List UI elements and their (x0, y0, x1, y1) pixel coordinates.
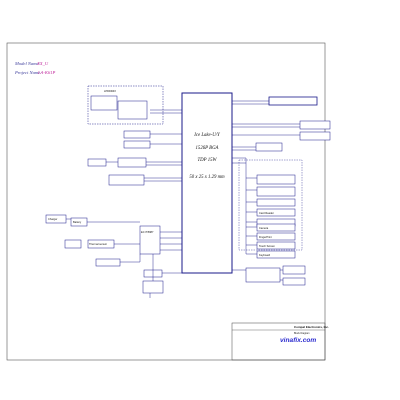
charger-label: Charger (48, 217, 58, 221)
ec-box (139, 225, 161, 255)
left-bus-lines (66, 109, 182, 298)
mem-c-box (117, 100, 148, 120)
sheet-border (6, 42, 326, 361)
camera-box (256, 223, 296, 232)
ddr-group-box (87, 85, 164, 125)
cpu-line-2: 1526P BGA (196, 146, 219, 151)
sensor-a-box (64, 239, 82, 249)
cpu-line-1: Ice Lake-U/Y (193, 133, 221, 138)
camera-label: Camera (259, 226, 269, 230)
audio-amp-box (117, 157, 147, 168)
cpu-line-4: 50 x 25 x 1.29 mm (189, 175, 225, 180)
spk-box (87, 158, 107, 167)
brand-watermark: vinafix.com (280, 337, 316, 344)
touch-screen-box (256, 241, 296, 250)
project-value: LA-K61P (37, 70, 56, 75)
card-reader-label: Card Reader (259, 211, 274, 215)
cpu-line-3: TDP 15W (198, 158, 218, 163)
company-name: Compal Electronics, Inc. (294, 325, 329, 329)
keyboard-box (256, 250, 296, 259)
model-label: Model Name: (14, 61, 41, 66)
thermal-label: Thermal sensor (89, 242, 107, 246)
touch-screen-label: Touch Screen (259, 244, 275, 248)
kbd-box (95, 258, 121, 267)
emmc-ssd-box (123, 130, 151, 139)
hdmi-box (255, 142, 283, 152)
ddr-group-label: LPDDR4X (104, 89, 116, 93)
mem-b-box (90, 95, 118, 111)
edp-panel-box (268, 96, 318, 106)
usb-group-box (238, 159, 303, 251)
tpm-box (108, 174, 145, 186)
card-reader-box (256, 208, 296, 217)
title-block (231, 322, 326, 361)
ec-label: EC IT8987 (141, 230, 154, 234)
usb-c1-box (256, 174, 296, 185)
project-label: Project Name: (14, 70, 42, 75)
model-value: XX_U (36, 61, 49, 66)
sheet-title: Block Diagram (294, 332, 310, 335)
usb3-a-box (299, 120, 331, 130)
smbus-box (142, 280, 164, 294)
tpm2-box (245, 267, 281, 283)
usb2-a-box (299, 131, 331, 141)
cpu-block (181, 92, 233, 274)
fingerprint-box (256, 232, 296, 241)
battery-label: Battery (73, 220, 82, 224)
usb-c2-box (256, 186, 296, 197)
right-bus-lines (232, 100, 300, 281)
fingerprint-label: FingerPrint (259, 235, 272, 239)
audio-codec-box (123, 140, 151, 149)
ssd2-box (282, 277, 306, 286)
typec-pd-box (256, 198, 296, 207)
ssd-box (282, 265, 306, 275)
keyboard-label: Keyboard (259, 253, 271, 257)
